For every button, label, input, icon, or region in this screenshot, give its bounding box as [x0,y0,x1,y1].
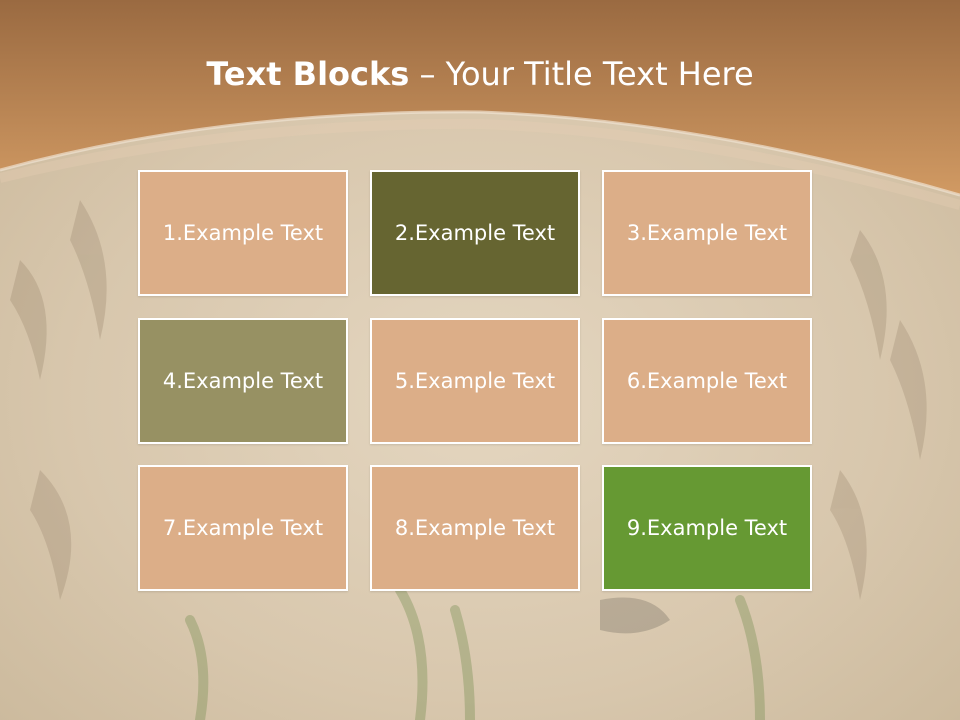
header-band [0,0,960,210]
text-block-3[interactable]: 3.Example Text [602,170,812,296]
text-block-grid: 1.Example Text 2.Example Text 3.Example … [138,170,814,594]
text-block-8[interactable]: 8.Example Text [370,465,580,591]
title-rest: Your Title Text Here [445,55,754,93]
slide-title: Text Blocks – Your Title Text Here [0,52,960,96]
title-bold: Text Blocks [206,55,410,93]
text-block-1[interactable]: 1.Example Text [138,170,348,296]
text-block-2[interactable]: 2.Example Text [370,170,580,296]
text-block-4[interactable]: 4.Example Text [138,318,348,444]
text-block-5[interactable]: 5.Example Text [370,318,580,444]
text-block-7[interactable]: 7.Example Text [138,465,348,591]
text-block-6[interactable]: 6.Example Text [602,318,812,444]
title-dash: – [409,55,446,93]
text-block-9[interactable]: 9.Example Text [602,465,812,591]
